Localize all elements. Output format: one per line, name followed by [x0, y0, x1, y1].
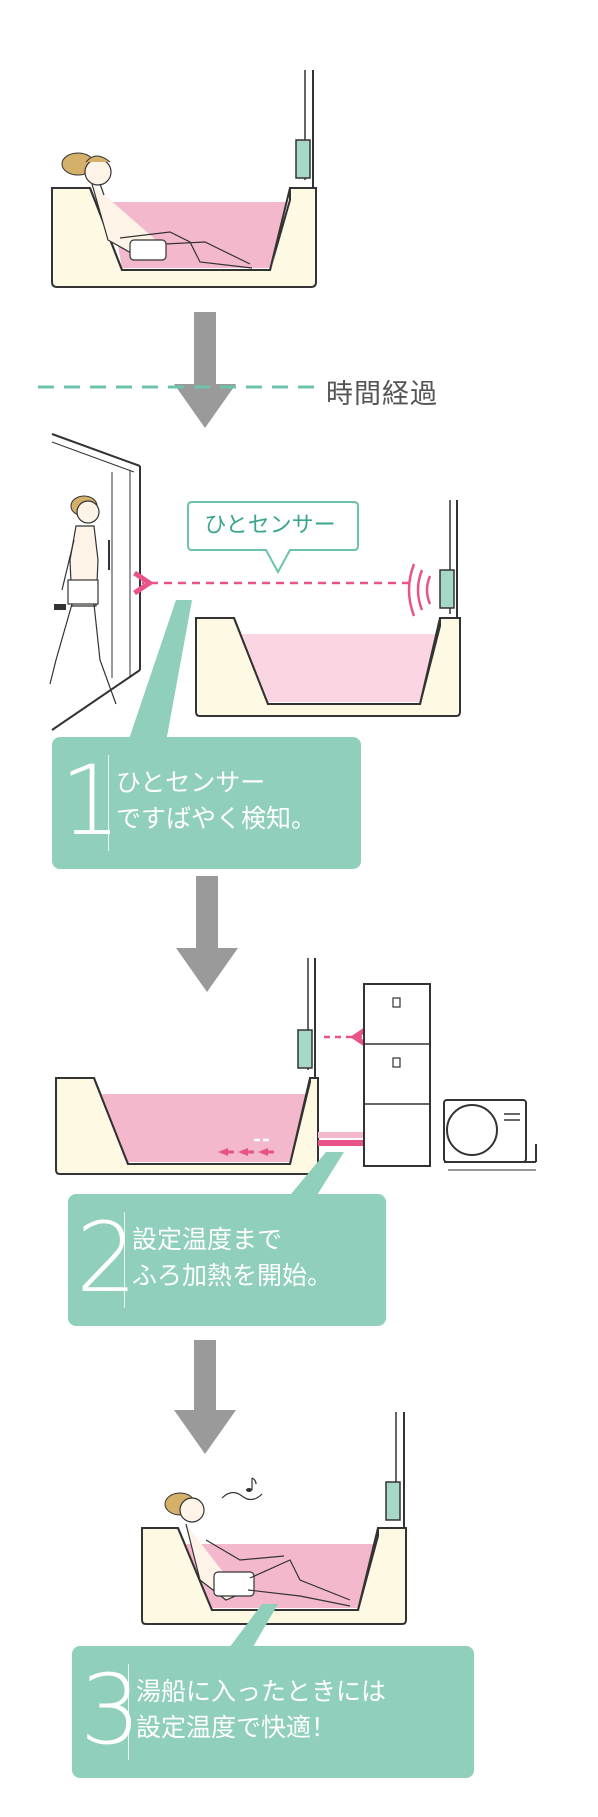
step-1-divider: [108, 755, 109, 851]
step-2-text: 設定温度まで ふろ加熱を開始。: [132, 1222, 332, 1294]
step-1-line-1: ひとセンサー: [116, 768, 266, 797]
scene-relaxing: [141, 1412, 407, 1652]
step-1-text: ひとセンサー ですばやく検知。: [116, 765, 316, 837]
step-2-divider: [124, 1212, 125, 1308]
man-walking-figure: [49, 495, 117, 705]
scene-woman-bathing: [51, 70, 317, 288]
sensor-wave-3: [407, 563, 416, 617]
step-3-divider: [128, 1664, 129, 1760]
remote-panel: [295, 139, 311, 179]
scene-sensor-detect: [49, 433, 461, 742]
step-1-line-2: ですばやく検知。: [116, 804, 317, 833]
remote-panel-3: [297, 1029, 313, 1069]
sensor-wave-1: [425, 575, 432, 605]
bathroom-door: [51, 433, 141, 731]
time-elapsed-label: 時間経過: [326, 379, 438, 410]
step-1-box: 1 ひとセンサー ですばやく検知。: [52, 737, 361, 869]
step3-pointer: [226, 1604, 278, 1652]
music-note-icon: [221, 1477, 263, 1501]
bath-water-2: [240, 634, 436, 702]
step-3-text: 湯船に入ったときには 設定温度で快適！: [136, 1674, 386, 1746]
step2-pointer: [286, 1152, 344, 1200]
sensor-wave-2: [416, 569, 424, 611]
step-2-line-2: ふろ加熱を開始。: [132, 1261, 333, 1290]
flow-arrow-1: [174, 312, 236, 428]
water-heater-unit: [363, 983, 431, 1167]
step-3-line-1: 湯船に入ったときには: [136, 1677, 387, 1706]
pipe-line: [318, 1140, 364, 1146]
woman-figure: [61, 152, 253, 269]
flow-arrow-2: [176, 876, 238, 992]
step-3-number: 3: [80, 1654, 142, 1766]
remote-panel-4: [385, 1481, 401, 1521]
circulation-arrows: [218, 1138, 274, 1156]
step-2-box: 2 設定温度まで ふろ加熱を開始。: [68, 1194, 386, 1326]
scene-reheat: [55, 958, 537, 1200]
step1-pointer: [128, 600, 192, 742]
step-2-number: 2: [76, 1202, 138, 1314]
man-relaxing-figure: [164, 1492, 351, 1607]
speech-bubble: [187, 501, 359, 575]
heat-pump-unit: [443, 1099, 537, 1171]
remote-panel-2: [439, 569, 455, 609]
step-1-number: 1: [60, 745, 122, 857]
sensor-bubble-label: ひとセンサー: [204, 513, 336, 538]
bath-water-3: [100, 1094, 306, 1162]
flow-arrow-3: [174, 1340, 236, 1454]
step-2-line-1: 設定温度まで: [132, 1225, 283, 1254]
step-3-box: 3 湯船に入ったときには 設定温度で快適！: [72, 1646, 474, 1778]
step-3-line-2: 設定温度で快適！: [136, 1713, 337, 1742]
